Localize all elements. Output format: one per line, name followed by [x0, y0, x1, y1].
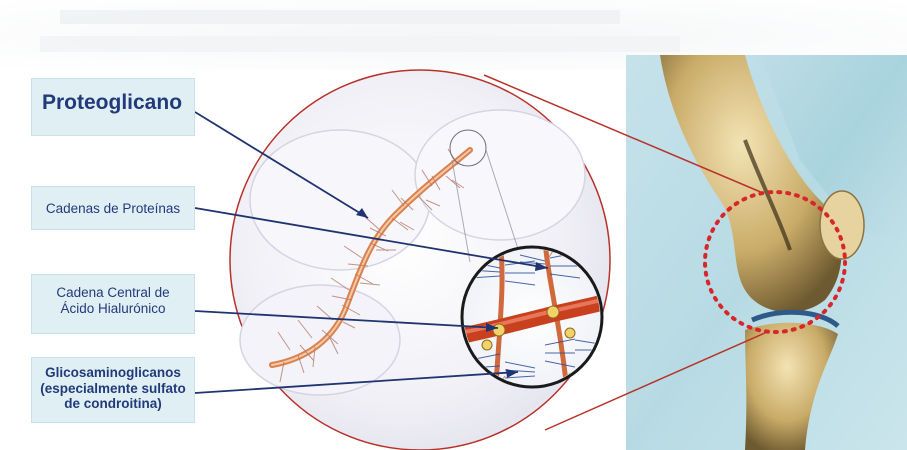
blurred-text-band-2 [40, 36, 680, 52]
blurred-text-band [60, 10, 620, 24]
central-chain-line2: Ácido Hialurónico [32, 301, 194, 317]
label-central-chain: Cadena Central de Ácido Hialurónico [31, 274, 195, 334]
label-glycosaminoglycans: Glicosaminoglicanos (especialmente sulfa… [31, 357, 195, 423]
gag-line2: (especialmente sulfato [32, 381, 194, 397]
label-proteoglicano: Proteoglicano [31, 78, 195, 136]
gag-line3: de condroitina) [32, 396, 194, 412]
knee-joint-illustration [626, 55, 907, 450]
protein-chains-text: Cadenas de Proteínas [32, 201, 194, 217]
gag-line1: Glicosaminoglicanos [32, 365, 194, 381]
label-protein-chains: Cadenas de Proteínas [31, 186, 195, 230]
proteoglicano-title: Proteoglicano [42, 91, 182, 114]
central-chain-line1: Cadena Central de [32, 285, 194, 301]
